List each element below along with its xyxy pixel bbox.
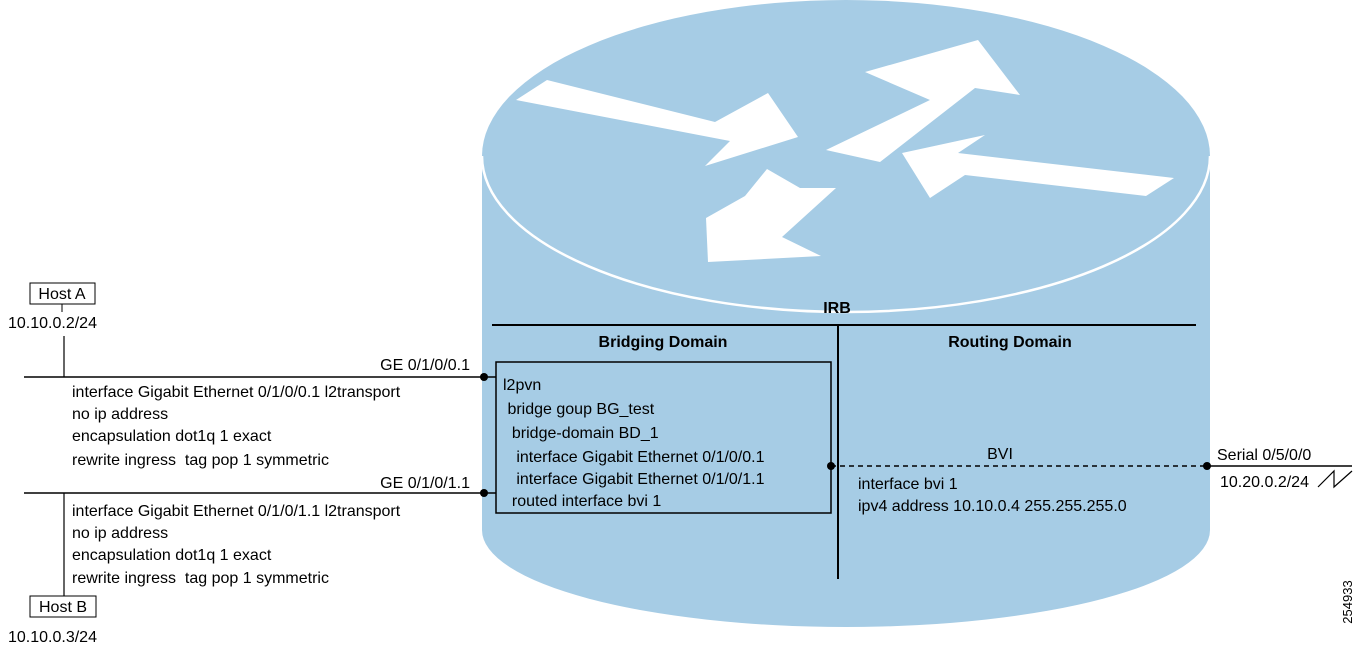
routing-domain-title: Routing Domain <box>948 334 1072 351</box>
host-b-box <box>29 595 97 618</box>
bridging-config-line: routed interface bvi 1 <box>503 493 661 510</box>
irb-title: IRB <box>823 300 851 317</box>
ge2-config-line: interface Gigabit Ethernet 0/1/0/1.1 l2t… <box>72 503 401 520</box>
router-rim <box>480 155 1212 314</box>
bridging-config-line: interface Gigabit Ethernet 0/1/0/1.1 <box>503 471 765 488</box>
bvi-endpoint-dot <box>827 462 835 470</box>
ge2-config-line: no ip address <box>72 525 168 542</box>
bridging-config-line: bridge-domain BD_1 <box>503 425 659 442</box>
router-icon <box>480 0 1212 627</box>
serial-dot <box>1203 462 1211 470</box>
router-top <box>482 0 1210 312</box>
bvi-label: BVI <box>987 446 1013 463</box>
serial-label: Serial 0/5/0/0 <box>1217 447 1311 464</box>
bridging-config-line: l2pvn <box>503 377 541 394</box>
figure-id: 254933 <box>1340 580 1355 623</box>
ge1-config-line: no ip address <box>72 406 168 423</box>
ge2-label: GE 0/1/0/1.1 <box>380 475 470 492</box>
routing-config-line: ipv4 address 10.10.0.4 255.255.255.0 <box>858 498 1127 515</box>
serial-link-icon <box>1317 469 1353 489</box>
ge1-config-line: interface Gigabit Ethernet 0/1/0/0.1 l2t… <box>72 384 401 401</box>
ge2-dot <box>480 489 488 497</box>
ge1-label: GE 0/1/0/0.1 <box>380 357 470 374</box>
ge1-config-line: rewrite ingress tag pop 1 symmetric <box>72 452 329 469</box>
ge1-dot <box>480 373 488 381</box>
arrow-left-icon <box>902 135 1174 198</box>
ge2-config-line: rewrite ingress tag pop 1 symmetric <box>72 570 329 587</box>
host-b-ip: 10.10.0.3/24 <box>8 629 97 646</box>
bridging-config-box <box>495 361 832 514</box>
bridging-config-line: bridge goup BG_test <box>503 401 655 418</box>
ge2-config-line: encapsulation dot1q 1 exact <box>72 547 272 564</box>
arrow-up-right-icon <box>826 40 1020 162</box>
ge1-config-line: encapsulation dot1q 1 exact <box>72 428 272 445</box>
serial-ip: 10.20.0.2/24 <box>1220 474 1309 491</box>
host-a-name: Host A <box>38 286 85 303</box>
bridging-config-line: interface Gigabit Ethernet 0/1/0/0.1 <box>503 449 765 466</box>
host-b-name: Host B <box>39 599 87 616</box>
arrow-down-left-icon <box>706 169 836 262</box>
arrow-right-icon <box>516 80 798 166</box>
routing-config-line: interface bvi 1 <box>858 476 958 493</box>
bridging-domain-title: Bridging Domain <box>599 334 728 351</box>
host-a-ip: 10.10.0.2/24 <box>8 315 97 332</box>
